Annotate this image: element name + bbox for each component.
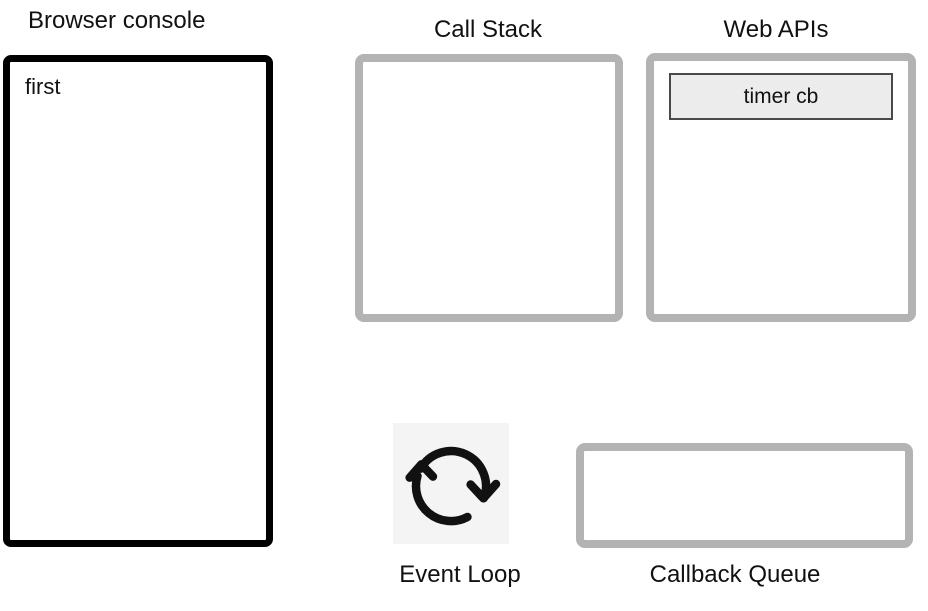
callback-queue-label: Callback Queue xyxy=(649,561,821,588)
cycle-arrows-icon xyxy=(405,446,501,525)
console-log-entry: first xyxy=(25,74,61,99)
browser-console-panel: first xyxy=(3,55,273,547)
web-api-item-timer-cb: timer cb xyxy=(669,73,893,120)
call-stack-label: Call Stack xyxy=(433,16,543,43)
web-apis-panel: timer cb xyxy=(646,53,916,322)
browser-console-label: Browser console xyxy=(28,7,206,34)
event-loop-icon-tile xyxy=(393,423,509,544)
web-apis-label: Web APIs xyxy=(723,16,829,43)
event-loop-label: Event Loop xyxy=(399,561,521,588)
callback-queue-panel xyxy=(576,443,913,548)
call-stack-panel xyxy=(355,54,623,322)
